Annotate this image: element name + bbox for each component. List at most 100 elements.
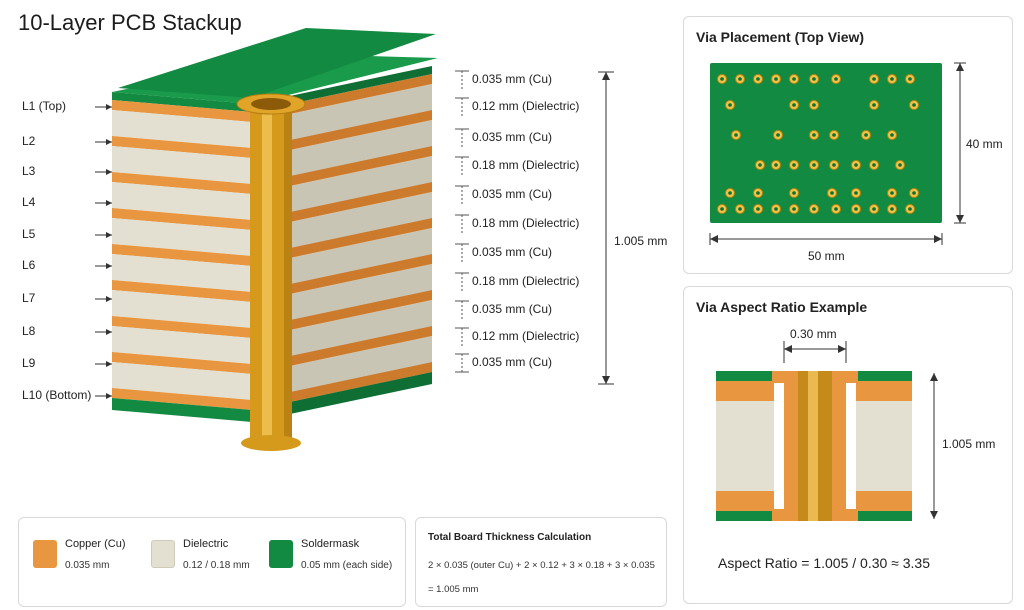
layer-label: L5 [22,227,36,241]
via-drill [812,163,816,167]
via-dots [717,74,919,214]
layer-label: L1 (Top) [22,99,67,113]
layer-label: L10 (Bottom) [22,388,92,402]
via-drill [738,207,742,211]
layer-side-face [252,120,432,184]
layer-side-face [252,146,432,194]
via-drill [854,163,858,167]
layer-front-face [112,316,252,338]
layer-leader-arrow [106,263,112,269]
layer-label: L9 [22,356,36,370]
via-drill [812,103,816,107]
layer-side-face [252,182,432,230]
via-drill [792,207,796,211]
layer-leader-arrow [106,104,112,110]
total-thickness-label: 1.005 mm [614,234,668,248]
layer-front-face [112,362,252,400]
layer-front-face [112,290,252,328]
via-drill [792,77,796,81]
layer-thickness-label: 0.18 mm (Dielectric) [472,274,580,288]
soldermask-swatch [269,540,293,568]
via-drill [756,191,760,195]
via-drill [774,163,778,167]
layer-thickness-label: 0.035 mm (Cu) [472,355,553,369]
stackup-layers [112,28,438,422]
layer-front-face [112,92,252,112]
via-drill [792,163,796,167]
dielectric-swatch [151,540,175,568]
layer-side-face [252,218,432,266]
via-drill [812,133,816,137]
layer-front-face [112,208,252,230]
layer-side-face [252,300,432,364]
layer-leader-arrow [106,361,112,367]
layer-thickness-label: 0.035 mm (Cu) [472,72,553,86]
via-drill [872,77,876,81]
via-drill [728,103,732,107]
layer-side-face [252,110,432,158]
via-drill [756,207,760,211]
via-drill [812,207,816,211]
material-legend: Copper (Cu) 0.035 mm Dielectric 0.12 / 0… [18,517,406,607]
via-drill [832,163,836,167]
layer-leader-arrow [106,329,112,335]
via-drill [758,163,762,167]
layer-front-face [112,110,252,148]
layer-thickness-label: 0.18 mm (Dielectric) [472,216,580,230]
pcb-stackup-illustration [95,28,614,451]
layer-front-face [112,326,252,364]
layer-front-face [112,244,252,266]
via-drill [776,133,780,137]
layer-thickness-label: 0.18 mm (Dielectric) [472,158,580,172]
layer-leader-arrow [106,296,112,302]
via-drill [908,77,912,81]
via-drill [890,207,894,211]
via-drill [834,77,838,81]
layer-leader-arrow [106,232,112,238]
via-drill [854,191,858,195]
via-aspect-ratio-panel: Via Aspect Ratio Example 0.30 mm 1.005 m… [683,286,1013,604]
via-cross-section [716,341,938,521]
via-drill [720,207,724,211]
via-drill [720,77,724,81]
via-drill [774,77,778,81]
layer-leader-arrow [106,393,112,399]
layer-front-face [112,352,252,374]
page-title: 10-Layer PCB Stackup [18,10,242,35]
layer-front-face [112,136,252,158]
layer-label: L6 [22,258,36,272]
via-drill [812,77,816,81]
layer-label: L4 [22,195,36,209]
via-drill [912,103,916,107]
calc-formula: 2 × 0.035 (outer Cu) + 2 × 0.12 + 3 × 0.… [428,560,655,571]
via-drill [854,207,858,211]
layer-side-face [252,326,432,374]
via-drill [728,191,732,195]
layer-label: L3 [22,164,36,178]
via-placement-panel: Via Placement (Top View) 40 mm 50 mm [683,16,1013,274]
layer-side-face [252,84,432,148]
via-barrel-highlight [262,104,272,444]
via-drill [872,207,876,211]
via-diameter-label: 0.30 mm [790,327,837,341]
via-drill [832,133,836,137]
via-top-hole [251,98,291,110]
via-drill [890,77,894,81]
board-width-label: 50 mm [808,249,845,263]
layer-front-face [112,172,252,194]
plated-through-via [236,93,306,451]
calc-title: Total Board Thickness Calculation [428,532,592,543]
layer-front-face [112,218,252,256]
layer-thickness-label: 0.035 mm (Cu) [472,245,553,259]
via-drill [912,191,916,195]
layer-front-face [112,254,252,292]
board-height-label: 40 mm [966,137,1003,151]
top-board-surface [118,28,436,98]
via-drill [872,163,876,167]
via-drill [756,77,760,81]
total-dimension [598,71,614,385]
layer-thickness-label: 0.035 mm (Cu) [472,130,553,144]
layer-side-face [252,156,432,220]
copper-swatch [33,540,57,568]
via-drill [738,77,742,81]
